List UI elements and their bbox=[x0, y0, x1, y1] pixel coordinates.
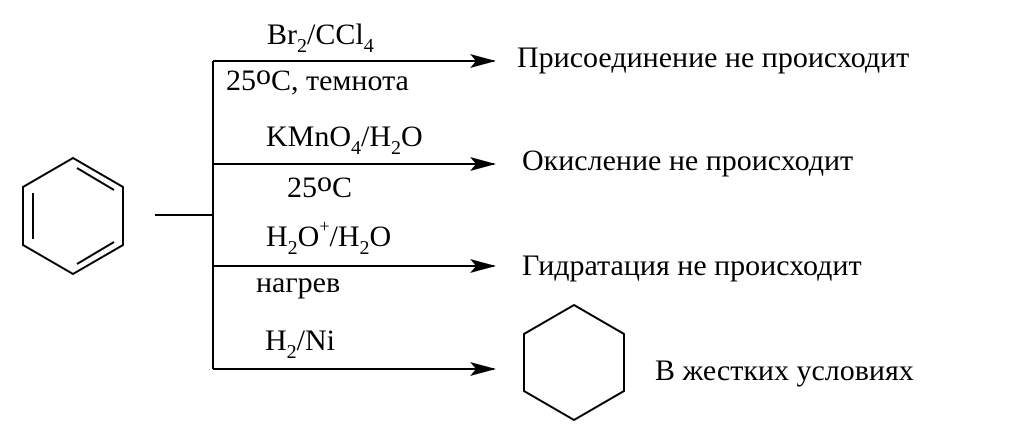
reaction-1: Br2/CCl4 25oC, темнота Присоединение не … bbox=[213, 18, 909, 97]
reaction-3-result: Гидратация не происходит bbox=[522, 249, 862, 282]
benzene-structure bbox=[22, 156, 124, 276]
reaction-3-reagent: H2O+/H2O bbox=[266, 216, 391, 259]
reaction-3-conditions: нагрев bbox=[256, 266, 340, 299]
reaction-2-result: Окисление не происходит bbox=[522, 144, 853, 177]
reaction-3: H2O+/H2O нагрев Гидратация не происходит bbox=[213, 216, 862, 299]
reaction-4: H2/Ni В жестких условиях bbox=[213, 303, 914, 422]
reaction-1-conditions: 25oC, темнота bbox=[226, 58, 409, 97]
cyclohexane-structure bbox=[523, 303, 625, 422]
reaction-4-result: В жестких условиях bbox=[655, 354, 914, 387]
reaction-2-reagent: KMnO4/H2O bbox=[266, 120, 423, 159]
reaction-4-reagent: H2/Ni bbox=[265, 324, 335, 363]
reaction-1-result: Присоединение не происходит bbox=[517, 41, 909, 74]
reaction-2: KMnO4/H2O 25oC Окисление не происходит bbox=[213, 120, 853, 204]
reaction-2-conditions: 25oC bbox=[287, 165, 352, 204]
reaction-1-reagent: Br2/CCl4 bbox=[267, 18, 374, 57]
